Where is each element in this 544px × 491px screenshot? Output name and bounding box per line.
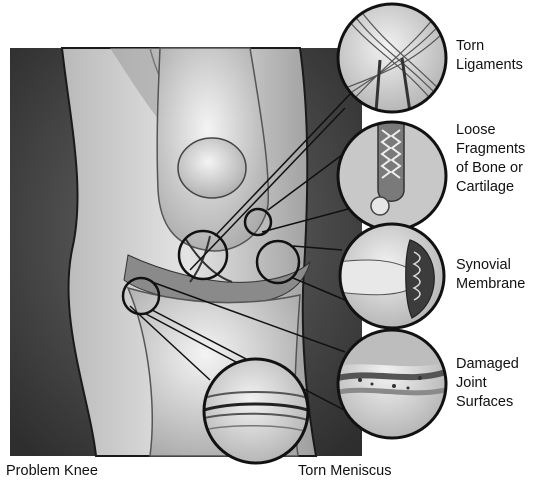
patella xyxy=(177,137,247,199)
focus-circle-meniscus xyxy=(121,276,161,316)
zoom-circle-loose-fragments xyxy=(336,120,448,232)
label-loose-fragments: Loose Fragments of Bone or Cartilage xyxy=(456,122,526,195)
zoom-circle-synovial-membrane xyxy=(338,222,446,330)
focus-circle-synovial xyxy=(255,239,301,285)
leader-lines xyxy=(129,91,353,413)
zoom-circle-torn-ligaments xyxy=(336,2,448,114)
zoom-circle-damaged-joint-surfaces xyxy=(336,328,448,440)
label-torn-ligaments: Torn Ligaments xyxy=(456,38,523,73)
label-synovial-membrane: Synovial Membrane xyxy=(456,257,526,292)
zoom-circle-torn-meniscus xyxy=(202,357,310,465)
caption-problem-knee: Problem Knee xyxy=(6,463,98,479)
label-damaged-joint-surfaces: Damaged Joint Surfaces xyxy=(456,356,519,410)
focus-circle-ligaments xyxy=(177,229,229,281)
focus-circle-fragments xyxy=(243,207,273,237)
caption-torn-meniscus: Torn Meniscus xyxy=(298,463,392,479)
